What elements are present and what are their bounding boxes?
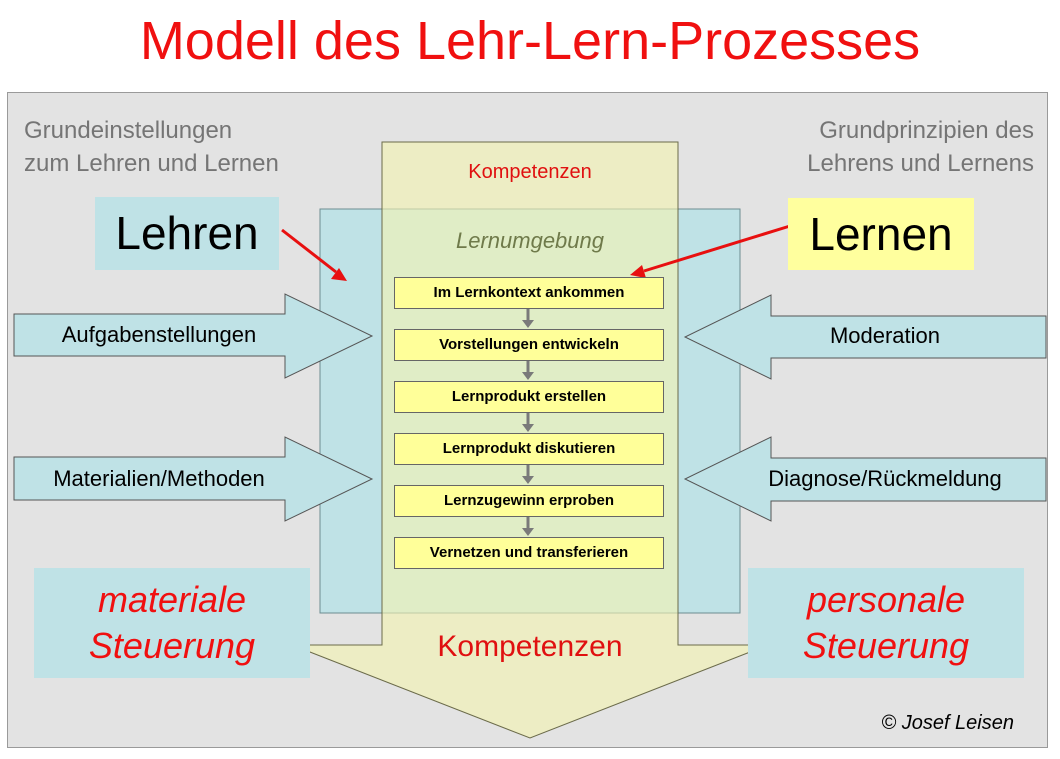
- arrow-moderation: [683, 294, 1047, 380]
- step-box: Vernetzen und transferieren: [394, 537, 664, 569]
- page-title: Modell des Lehr-Lern-Prozesses: [139, 11, 921, 71]
- copyright-label: © Josef Leisen: [881, 712, 1014, 734]
- moderation-label: Moderation: [829, 323, 941, 348]
- kompetenzen-top-label: Kompetenzen: [468, 161, 592, 183]
- lehren-box: Lehren: [95, 197, 279, 270]
- steuerung-right-label: Steuerung: [802, 625, 970, 666]
- lernumgebung-label: Lernumgebung: [455, 228, 604, 253]
- diagnose-rueckmeldung-label: Diagnose/Rückmeldung: [768, 466, 1002, 491]
- arrow-diagnose: [683, 436, 1047, 522]
- arrow-materialien: [13, 436, 374, 522]
- steuerung-left-label: Steuerung: [88, 625, 256, 666]
- step-box: Im Lernkontext ankommen: [394, 277, 664, 309]
- pointer-lernen: [630, 224, 791, 278]
- step-connectors: [522, 309, 534, 536]
- step-box: Vorstellungen entwickeln: [394, 329, 664, 361]
- kompetenzen-bottom-label: Kompetenzen: [437, 630, 623, 663]
- materiale-label: materiale: [97, 579, 247, 620]
- step-box: Lernzugewinn erproben: [394, 485, 664, 517]
- pointer-lehren: [281, 228, 347, 281]
- grundeinstellungen-line-1: Grundeinstellungen: [24, 117, 233, 144]
- materiale-steuerung-box: materiale Steuerung: [34, 568, 310, 678]
- personale-label: personale: [806, 579, 966, 620]
- personale-steuerung-box: personale Steuerung: [748, 568, 1024, 678]
- grundprinzipien-label: Grundprinzipien des Lehrens und Lernens: [807, 114, 1034, 180]
- grundeinstellungen-label: Grundeinstellungen zum Lehren und Lernen: [24, 114, 279, 180]
- materialien-methoden-label: Materialien/Methoden: [53, 466, 265, 491]
- step-box: Lernprodukt erstellen: [394, 381, 664, 413]
- aufgabenstellungen-label: Aufgabenstellungen: [61, 322, 257, 347]
- grundeinstellungen-line-2: zum Lehren und Lernen: [24, 150, 279, 177]
- lernen-box: Lernen: [788, 198, 974, 270]
- grundprinzipien-line-2: Lehrens und Lernens: [807, 150, 1034, 177]
- grundprinzipien-line-1: Grundprinzipien des: [819, 117, 1034, 144]
- arrow-aufgabenstellungen: [13, 293, 374, 379]
- step-box: Lernprodukt diskutieren: [394, 433, 664, 465]
